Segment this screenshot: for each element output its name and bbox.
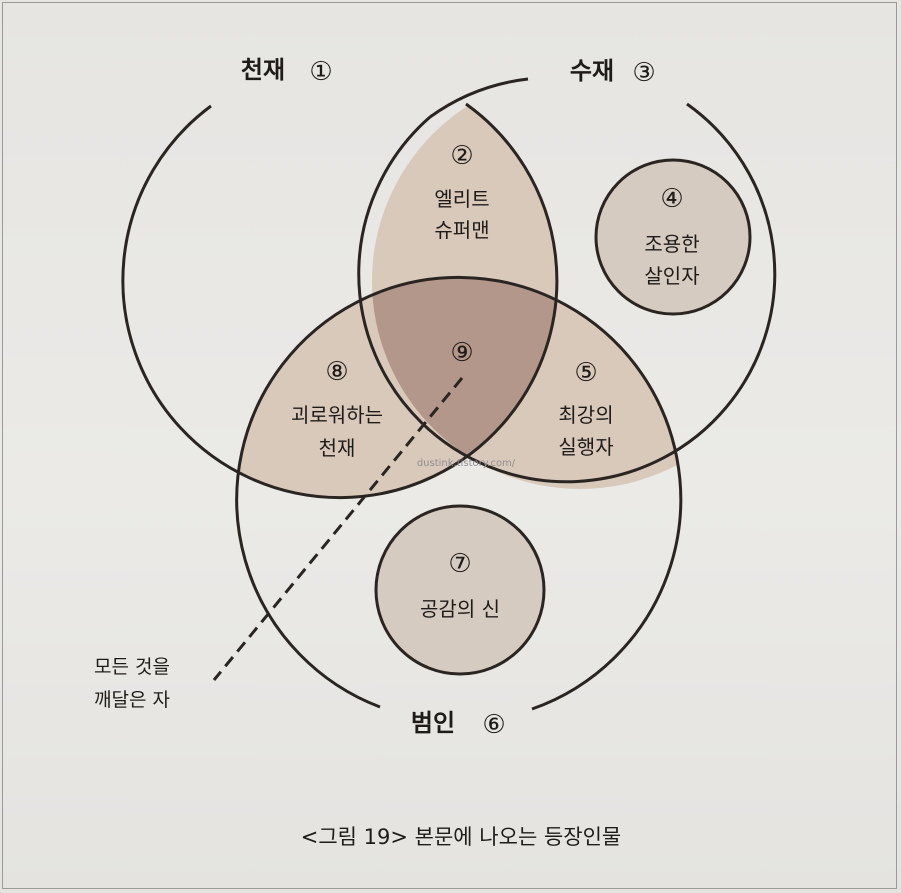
- watermark-text: dustink.tistory.com/: [417, 458, 516, 469]
- criminal-number: ⑥: [482, 710, 505, 740]
- region-text-quiet-1: 조용한: [644, 232, 699, 256]
- genius-label: 천재: [241, 56, 285, 84]
- talent-label: 수재: [570, 57, 614, 85]
- overlap-talent-criminal: [372, 278, 682, 489]
- region-text-elite-1: 엘리트: [434, 187, 489, 211]
- talent-circle: [357, 77, 777, 484]
- region-number-center: ⑨: [450, 338, 473, 368]
- callout-text-2: 깨달은 자: [94, 689, 170, 711]
- quiet-murderer-circle: [594, 158, 752, 316]
- region-number-elite: ②: [450, 141, 473, 171]
- criminal-circle: [235, 275, 683, 711]
- figure-caption: <그림 19> 본문에 나오는 등장인물: [301, 825, 621, 849]
- god-of-empathy-circle: [374, 504, 546, 676]
- region-text-empathy-1: 공감의 신: [420, 597, 500, 621]
- genius-number: ①: [309, 57, 332, 87]
- callout-dashed-line: [212, 377, 464, 681]
- region-text-quiet-2: 살인자: [644, 264, 699, 288]
- region-number-empathy: ⑦: [448, 549, 471, 579]
- talent-number: ③: [632, 58, 655, 88]
- genius-circle: [121, 102, 559, 500]
- region-number-suffering: ⑧: [325, 357, 348, 387]
- region-number-executor: ⑤: [574, 358, 597, 388]
- callout-text-1: 모든 것을: [94, 656, 170, 678]
- region-text-suffering-2: 천재: [319, 436, 356, 460]
- region-text-suffering-1: 괴로워하는: [291, 403, 383, 427]
- region-text-elite-2: 슈퍼맨: [434, 218, 489, 242]
- region-number-quiet: ④: [660, 184, 683, 214]
- region-text-executor-2: 실행자: [558, 435, 613, 459]
- criminal-label: 범인: [411, 709, 455, 737]
- overlap-genius-criminal: [238, 278, 557, 498]
- region-text-executor-1: 최강의: [558, 403, 613, 427]
